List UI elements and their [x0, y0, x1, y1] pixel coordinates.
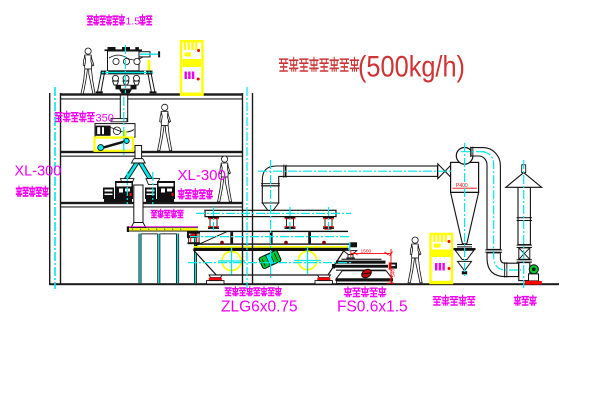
svg-text:XL-300: XL-300 — [15, 164, 62, 180]
svg-text:XL-300: XL-300 — [178, 167, 226, 184]
svg-text:(500kg/h): (500kg/h) — [358, 51, 465, 84]
svg-text:FS0.6x1.5: FS0.6x1.5 — [337, 299, 408, 316]
svg-text:1.5: 1.5 — [126, 16, 141, 28]
svg-text:ZLG6x0.75: ZLG6x0.75 — [221, 299, 298, 316]
svg-text:1500: 1500 — [361, 249, 372, 255]
svg-text:540: 540 — [391, 269, 397, 277]
svg-text:350: 350 — [96, 113, 114, 125]
svg-text:P400: P400 — [456, 183, 468, 189]
